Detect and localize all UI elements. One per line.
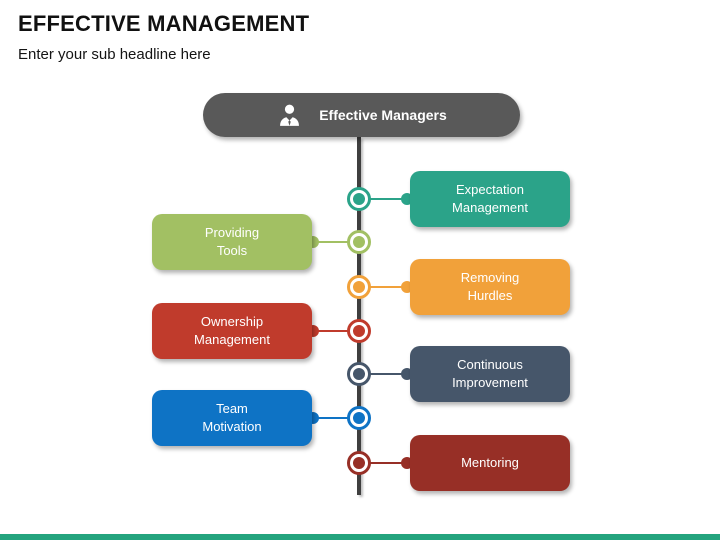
item-box: Expectation Management <box>410 171 570 227</box>
item-box: Continuous Improvement <box>410 346 570 402</box>
connector-line <box>359 198 411 200</box>
item-box: Removing Hurdles <box>410 259 570 315</box>
root-pill-label: Effective Managers <box>319 107 447 123</box>
item-label: Providing Tools <box>204 225 260 258</box>
accent-bottom-bar <box>0 534 720 540</box>
connector-line <box>311 417 359 419</box>
slide-title: EFFECTIVE MANAGEMENT <box>18 11 310 36</box>
item-label: Continuous Improvement <box>452 357 528 390</box>
timeline-item: Providing Tools <box>0 213 720 271</box>
person-icon <box>276 102 303 129</box>
timeline-item: Continuous Improvement <box>0 345 720 403</box>
item-box: Providing Tools <box>152 214 312 270</box>
connector-line <box>359 286 411 288</box>
timeline-item: Expectation Management <box>0 170 720 228</box>
connector-line <box>311 330 359 332</box>
timeline-node <box>347 230 371 254</box>
timeline-item: Mentoring <box>0 434 720 492</box>
item-label: Ownership Management <box>194 314 270 347</box>
timeline-spine <box>357 137 361 495</box>
timeline-node <box>347 406 371 430</box>
item-box: Team Motivation <box>152 390 312 446</box>
item-label: Team Motivation <box>202 401 262 434</box>
item-label: Expectation Management <box>452 182 528 215</box>
slide-subtitle: Enter your sub headline here <box>18 46 211 63</box>
timeline-item: Ownership Management <box>0 302 720 360</box>
connector-line <box>359 373 411 375</box>
timeline-node <box>347 275 371 299</box>
timeline-node <box>347 319 371 343</box>
connector-line <box>359 462 411 464</box>
timeline-node <box>347 451 371 475</box>
item-box: Ownership Management <box>152 303 312 359</box>
item-box: Mentoring <box>410 435 570 491</box>
root-pill: Effective Managers <box>203 93 520 137</box>
timeline-item: Team Motivation <box>0 389 720 447</box>
item-label: Removing Hurdles <box>460 270 520 303</box>
timeline-node <box>347 362 371 386</box>
timeline-node <box>347 187 371 211</box>
connector-line <box>311 241 359 243</box>
item-label: Mentoring <box>461 455 519 471</box>
timeline-item: Removing Hurdles <box>0 258 720 316</box>
